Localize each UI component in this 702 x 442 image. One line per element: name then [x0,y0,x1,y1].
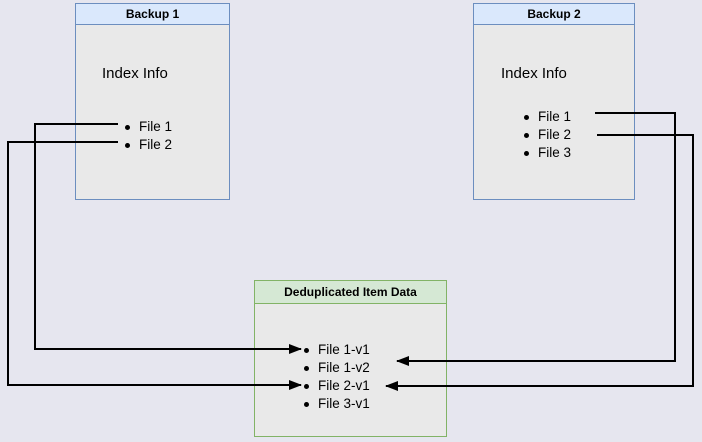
list-item: File 2 [522,126,571,144]
dedup-title: Deduplicated Item Data [255,281,446,304]
list-item: File 3 [522,144,571,162]
backup1-title: Backup 1 [76,4,229,25]
backup1-box: Backup 1 Index Info File 1 File 2 [75,3,230,200]
backup1-index-info-label: Index Info [102,65,168,82]
list-item: File 1 [522,108,571,126]
list-item: File 1-v1 [302,341,370,359]
list-item: File 2 [123,136,172,154]
backup2-title: Backup 2 [474,4,634,25]
list-item: File 1 [123,118,172,136]
list-item: File 2-v1 [302,377,370,395]
list-item: File 1-v2 [302,359,370,377]
backup2-box: Backup 2 Index Info File 1 File 2 File 3 [473,3,635,200]
dedup-item-list: File 1-v1 File 1-v2 File 2-v1 File 3-v1 [302,341,370,413]
backup2-index-info-label: Index Info [501,65,567,82]
list-item: File 3-v1 [302,395,370,413]
backup1-file-list: File 1 File 2 [123,118,172,154]
dedup-box: Deduplicated Item Data File 1-v1 File 1-… [254,280,447,437]
backup2-file-list: File 1 File 2 File 3 [522,108,571,162]
